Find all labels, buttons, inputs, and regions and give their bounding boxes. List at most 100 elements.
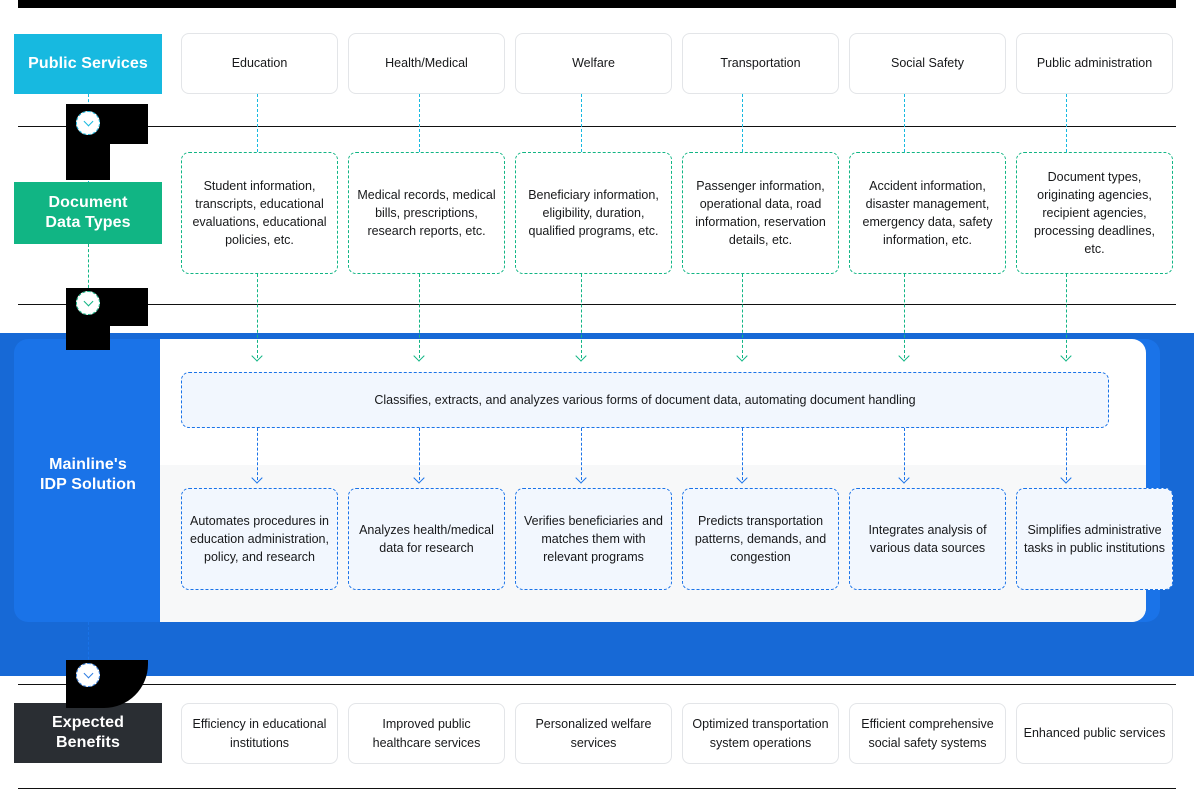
arrow-down-icon bbox=[577, 474, 586, 483]
benefit-card[interactable]: Enhanced public services bbox=[1016, 703, 1173, 764]
arrow-down-icon bbox=[253, 474, 262, 483]
arrow-down-icon bbox=[900, 352, 909, 361]
stage-label-public-services: Public Services bbox=[14, 34, 162, 94]
divider-rule-1 bbox=[18, 126, 1176, 127]
card-text: Health/Medical bbox=[385, 56, 468, 71]
stage-label-text: Mainline's IDP Solution bbox=[40, 455, 136, 494]
benefit-card[interactable]: Improved public healthcare services bbox=[348, 703, 505, 764]
arrow-down-icon bbox=[415, 474, 424, 483]
card-text: Analyzes health/medical data for researc… bbox=[359, 522, 494, 555]
benefit-card[interactable]: Personalized welfare services bbox=[515, 703, 672, 764]
card-text: Verifies beneficiaries and matches them … bbox=[524, 513, 663, 565]
card-text: Medical records, medical bills, prescrip… bbox=[357, 187, 496, 239]
stage-label-line-1: Mainline's bbox=[49, 456, 127, 474]
service-card[interactable]: Welfare bbox=[515, 33, 672, 94]
row-public-services: Education Health/Medical Welfare Transpo… bbox=[181, 33, 1173, 94]
stage-label-text: Public Services bbox=[28, 55, 148, 73]
card-text: Social Safety bbox=[891, 56, 964, 71]
stage-label-idp-solution: Mainline's IDP Solution bbox=[14, 445, 162, 505]
benefit-card[interactable]: Efficiency in educational institutions bbox=[181, 703, 338, 764]
idp-card[interactable]: Verifies beneficiaries and matches them … bbox=[515, 488, 672, 590]
card-text: Public administration bbox=[1036, 56, 1153, 71]
doctype-card[interactable]: Medical records, medical bills, prescrip… bbox=[348, 152, 505, 274]
column-connector-blue bbox=[419, 428, 420, 480]
stage-label-line-2: IDP Solution bbox=[39, 476, 136, 493]
chevron-down-icon[interactable] bbox=[76, 663, 100, 687]
card-text: Optimized transportation system operatio… bbox=[692, 717, 829, 750]
column-connector-cyan bbox=[257, 94, 258, 152]
column-connector-green bbox=[904, 274, 905, 358]
column-connector-cyan bbox=[581, 94, 582, 152]
stage-label-text: Expected Benefits bbox=[52, 713, 124, 752]
idp-card[interactable]: Simplifies administrative tasks in publi… bbox=[1016, 488, 1173, 590]
column-connector-green bbox=[257, 274, 258, 358]
column-connector-blue bbox=[257, 428, 258, 480]
doctype-card[interactable]: Student information, transcripts, educat… bbox=[181, 152, 338, 274]
card-text: Efficiency in educational institutions bbox=[192, 717, 327, 750]
service-card[interactable]: Social Safety bbox=[849, 33, 1006, 94]
arrow-down-icon bbox=[738, 474, 747, 483]
card-text: Transportation bbox=[720, 56, 801, 71]
column-connector-cyan bbox=[904, 94, 905, 152]
benefit-card[interactable]: Efficient comprehensive social safety sy… bbox=[849, 703, 1006, 764]
arrow-down-icon bbox=[415, 352, 424, 361]
column-connector-cyan bbox=[742, 94, 743, 152]
card-text: Student information, transcripts, educat… bbox=[192, 178, 327, 248]
arrow-down-icon bbox=[1062, 474, 1071, 483]
service-card[interactable]: Health/Medical bbox=[348, 33, 505, 94]
column-connector-green bbox=[1066, 274, 1067, 358]
arrow-down-icon bbox=[1062, 352, 1071, 361]
arrow-down-icon bbox=[253, 352, 262, 361]
service-card[interactable]: Public administration bbox=[1016, 33, 1173, 94]
idp-card[interactable]: Automates procedures in education admini… bbox=[181, 488, 338, 590]
idp-card[interactable]: Analyzes health/medical data for researc… bbox=[348, 488, 505, 590]
card-text: Enhanced public services bbox=[1023, 726, 1166, 741]
benefit-card[interactable]: Optimized transportation system operatio… bbox=[682, 703, 839, 764]
card-text: Simplifies administrative tasks in publi… bbox=[1023, 522, 1166, 555]
card-text: Efficient comprehensive social safety sy… bbox=[861, 717, 994, 750]
doctype-card[interactable]: Accident information, disaster managemen… bbox=[849, 152, 1006, 274]
idp-card[interactable]: Integrates analysis of various data sour… bbox=[849, 488, 1006, 590]
idp-card[interactable]: Predicts transportation patterns, demand… bbox=[682, 488, 839, 590]
column-connector-blue bbox=[581, 428, 582, 480]
divider-rule-4 bbox=[18, 788, 1176, 789]
stage-label-line-1: Expected bbox=[52, 714, 124, 732]
card-text: Welfare bbox=[572, 56, 615, 71]
column-connector-cyan bbox=[419, 94, 420, 152]
capture-artifact bbox=[18, 0, 1176, 8]
column-connector-green bbox=[419, 274, 420, 358]
card-text: Personalized welfare services bbox=[535, 717, 652, 750]
card-text: Predicts transportation patterns, demand… bbox=[694, 513, 827, 565]
card-text: Improved public healthcare services bbox=[372, 717, 481, 750]
column-connector-green bbox=[742, 274, 743, 358]
arrow-down-icon bbox=[577, 352, 586, 361]
service-card[interactable]: Transportation bbox=[682, 33, 839, 94]
stage-label-text: Document Data Types bbox=[45, 193, 130, 232]
chevron-down-icon[interactable] bbox=[76, 111, 100, 135]
card-text: Integrates analysis of various data sour… bbox=[868, 522, 987, 555]
stage-label-line-2: Benefits bbox=[56, 734, 120, 751]
divider-rule-3 bbox=[18, 684, 1176, 685]
idp-summary-banner: Classifies, extracts, and analyzes vario… bbox=[181, 372, 1109, 428]
column-connector-blue bbox=[1066, 428, 1067, 480]
arrow-down-icon bbox=[738, 352, 747, 361]
row-expected-benefits: Efficiency in educational institutions I… bbox=[181, 703, 1173, 764]
doctype-card[interactable]: Passenger information, operational data,… bbox=[682, 152, 839, 274]
chevron-down-icon[interactable] bbox=[76, 291, 100, 315]
column-connector-cyan bbox=[1066, 94, 1067, 152]
stage-label-document-data-types: Document Data Types bbox=[14, 182, 162, 244]
column-connector-blue bbox=[904, 428, 905, 480]
arrow-down-icon bbox=[900, 474, 909, 483]
card-text: Document types, originating agencies, re… bbox=[1034, 169, 1155, 257]
column-connector-blue bbox=[742, 428, 743, 480]
doctype-card[interactable]: Document types, originating agencies, re… bbox=[1016, 152, 1173, 274]
row-document-data-types: Student information, transcripts, educat… bbox=[181, 152, 1173, 274]
service-card[interactable]: Education bbox=[181, 33, 338, 94]
card-text: Accident information, disaster managemen… bbox=[862, 178, 993, 248]
stage-label-line-2: Data Types bbox=[45, 214, 131, 231]
column-connector-green bbox=[581, 274, 582, 358]
idp-summary-text: Classifies, extracts, and analyzes vario… bbox=[374, 393, 916, 407]
doctype-card[interactable]: Beneficiary information, eligibility, du… bbox=[515, 152, 672, 274]
card-text: Passenger information, operational data,… bbox=[695, 178, 826, 248]
